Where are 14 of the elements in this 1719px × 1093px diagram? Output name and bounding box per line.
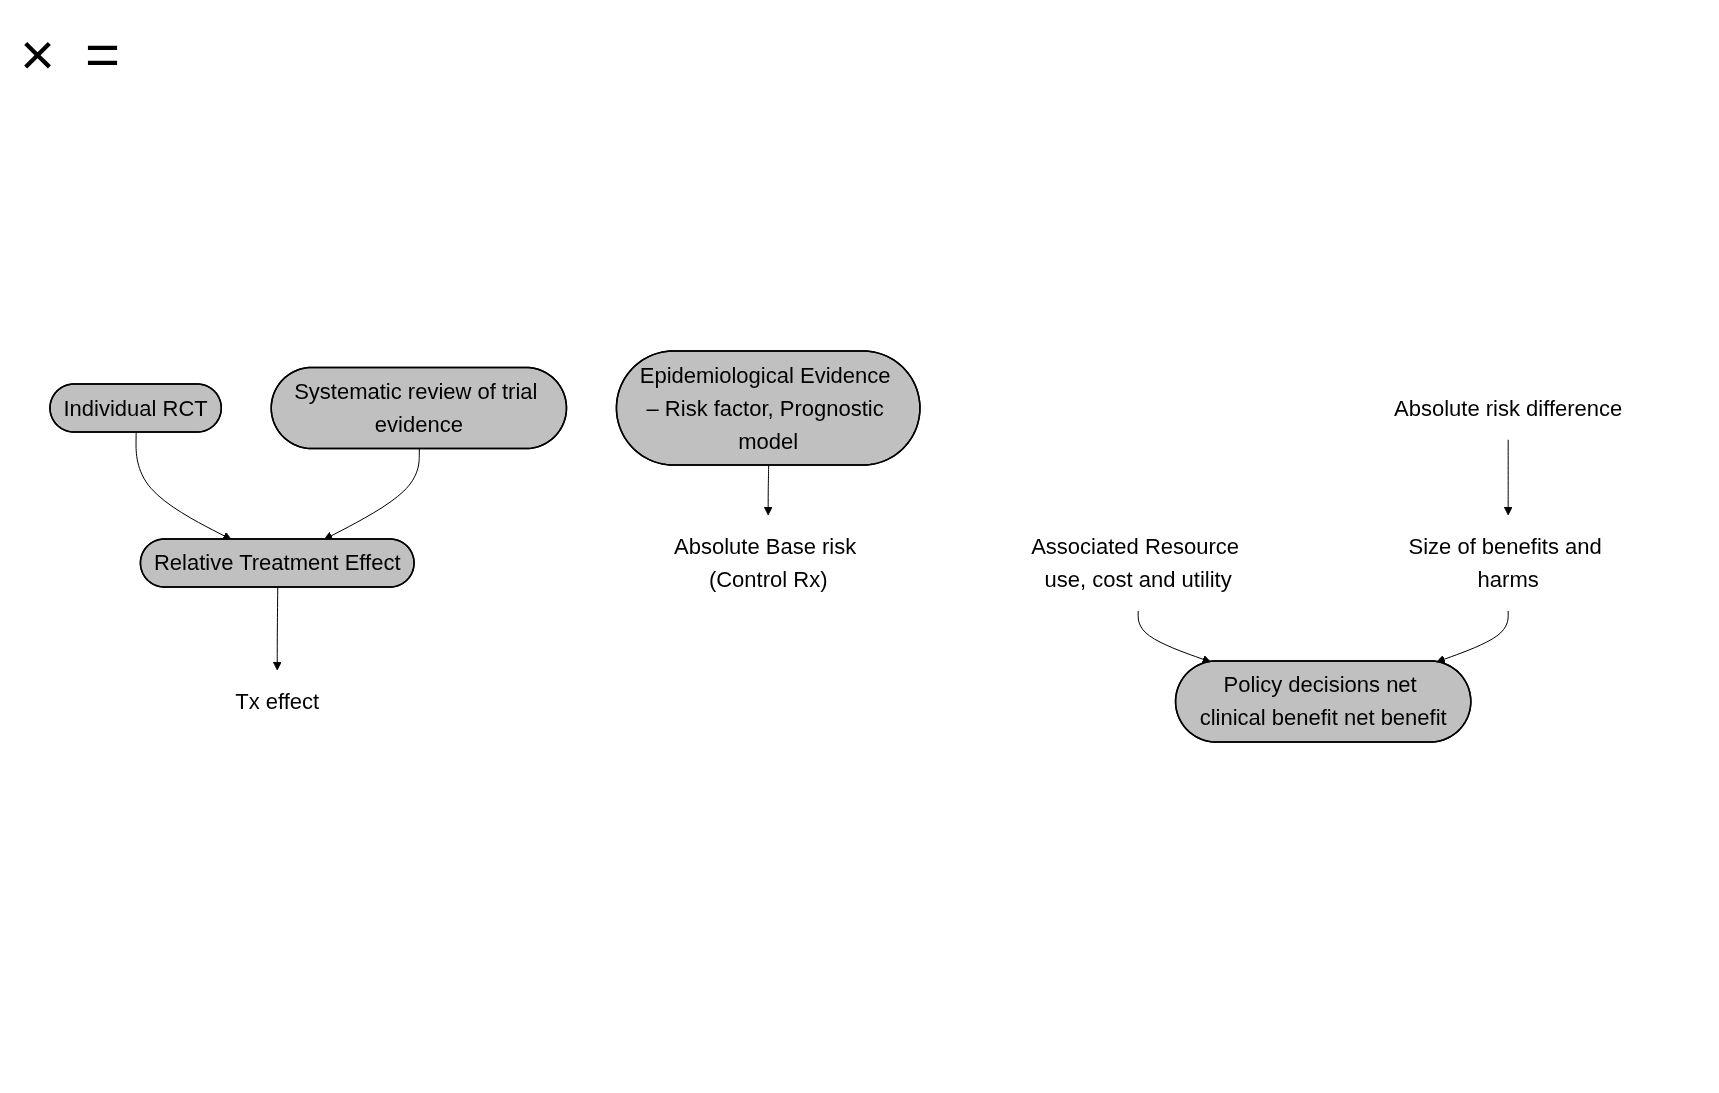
arrow: [1436, 610, 1510, 664]
node-text: Associated Resource use, cost and utility: [1031, 534, 1240, 592]
node-text: Absolute Base risk (Control Rx): [674, 534, 857, 592]
arrow: [1138, 610, 1212, 664]
arrow: [1504, 439, 1513, 516]
node-text: Size of benefits and harms: [1408, 534, 1603, 592]
arrow: [273, 587, 283, 671]
node-text: Tx effect: [235, 689, 320, 714]
operator-symbol: ×: [20, 20, 56, 89]
arrow: [324, 448, 421, 540]
arrow: [764, 465, 773, 516]
arrow: [135, 432, 232, 540]
node-text: Absolute risk difference: [1394, 395, 1623, 421]
operator-symbol: =: [85, 20, 121, 89]
